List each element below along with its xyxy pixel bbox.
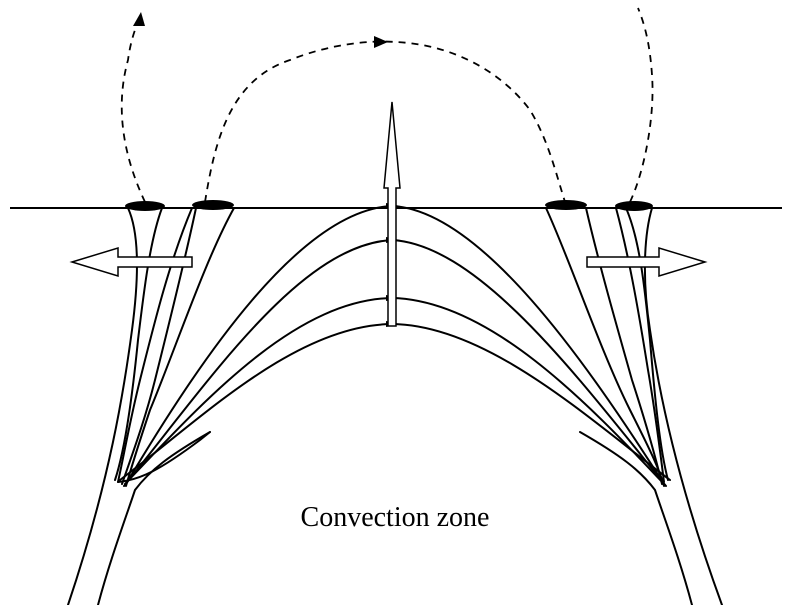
flux-tube-left-outer-c (117, 207, 193, 483)
flux-tube-left-inner-a (121, 207, 197, 485)
spot-right-inner (545, 200, 587, 210)
flux-tube-left-inner-b (125, 207, 235, 487)
convection-boundary-lower (97, 431, 211, 605)
convection-boundary-left (117, 431, 211, 483)
spot-left-inner (192, 200, 234, 210)
dashed-field-arc-left (120, 17, 146, 203)
flux-tube-left-outer-b (114, 207, 163, 481)
dashed-arrowhead-top-center (374, 36, 388, 48)
flux-tube-left-outer-a (67, 207, 138, 605)
flux-tube-right-inner-a (545, 207, 665, 487)
spot-right-outer (615, 201, 653, 211)
rise-arrow (383, 101, 401, 327)
dashed-arrowhead-top-left (133, 12, 145, 26)
flux-tube-right-outer-c (643, 207, 723, 605)
spot-left-outer (125, 201, 165, 211)
convection-boundary-right (579, 431, 693, 605)
flux-tube-right-outer-b (625, 207, 669, 481)
flux-tube-right-outer-a (615, 207, 665, 483)
expansion-arrow-left (69, 246, 193, 278)
flux-tube-right-inner-b (585, 207, 663, 485)
dashed-field-arc-center (204, 40, 566, 203)
dashed-field-arc-right (629, 7, 654, 203)
convection-zone-label: Convection zone (300, 502, 490, 533)
expansion-arrow-right (586, 246, 708, 278)
arch-line-4 (119, 323, 671, 481)
